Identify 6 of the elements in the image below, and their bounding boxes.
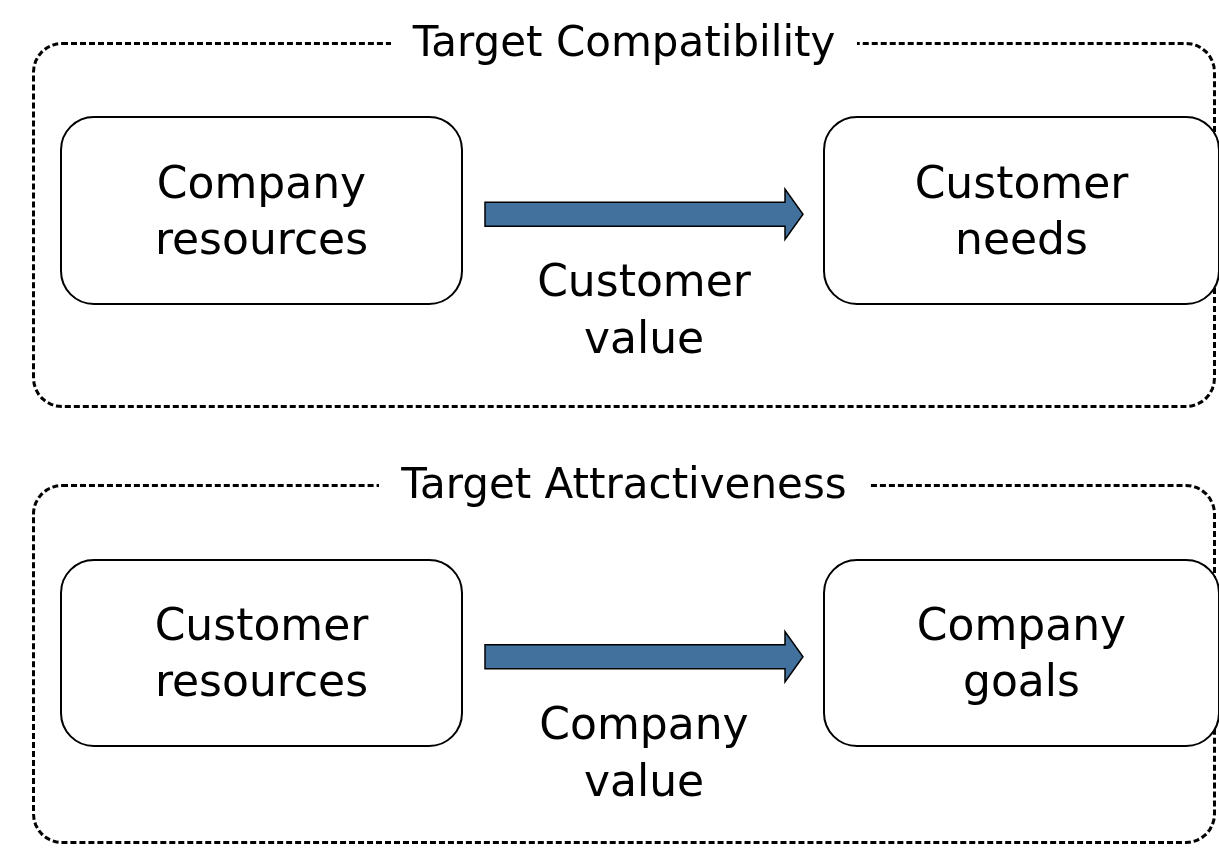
process-box: Company goals	[823, 559, 1219, 747]
process-box: Customer needs	[823, 116, 1219, 305]
block-arrow	[484, 186, 804, 242]
block-arrow	[484, 629, 804, 685]
process-box: Company resources	[60, 116, 463, 305]
process-box: Customer resources	[60, 559, 463, 747]
